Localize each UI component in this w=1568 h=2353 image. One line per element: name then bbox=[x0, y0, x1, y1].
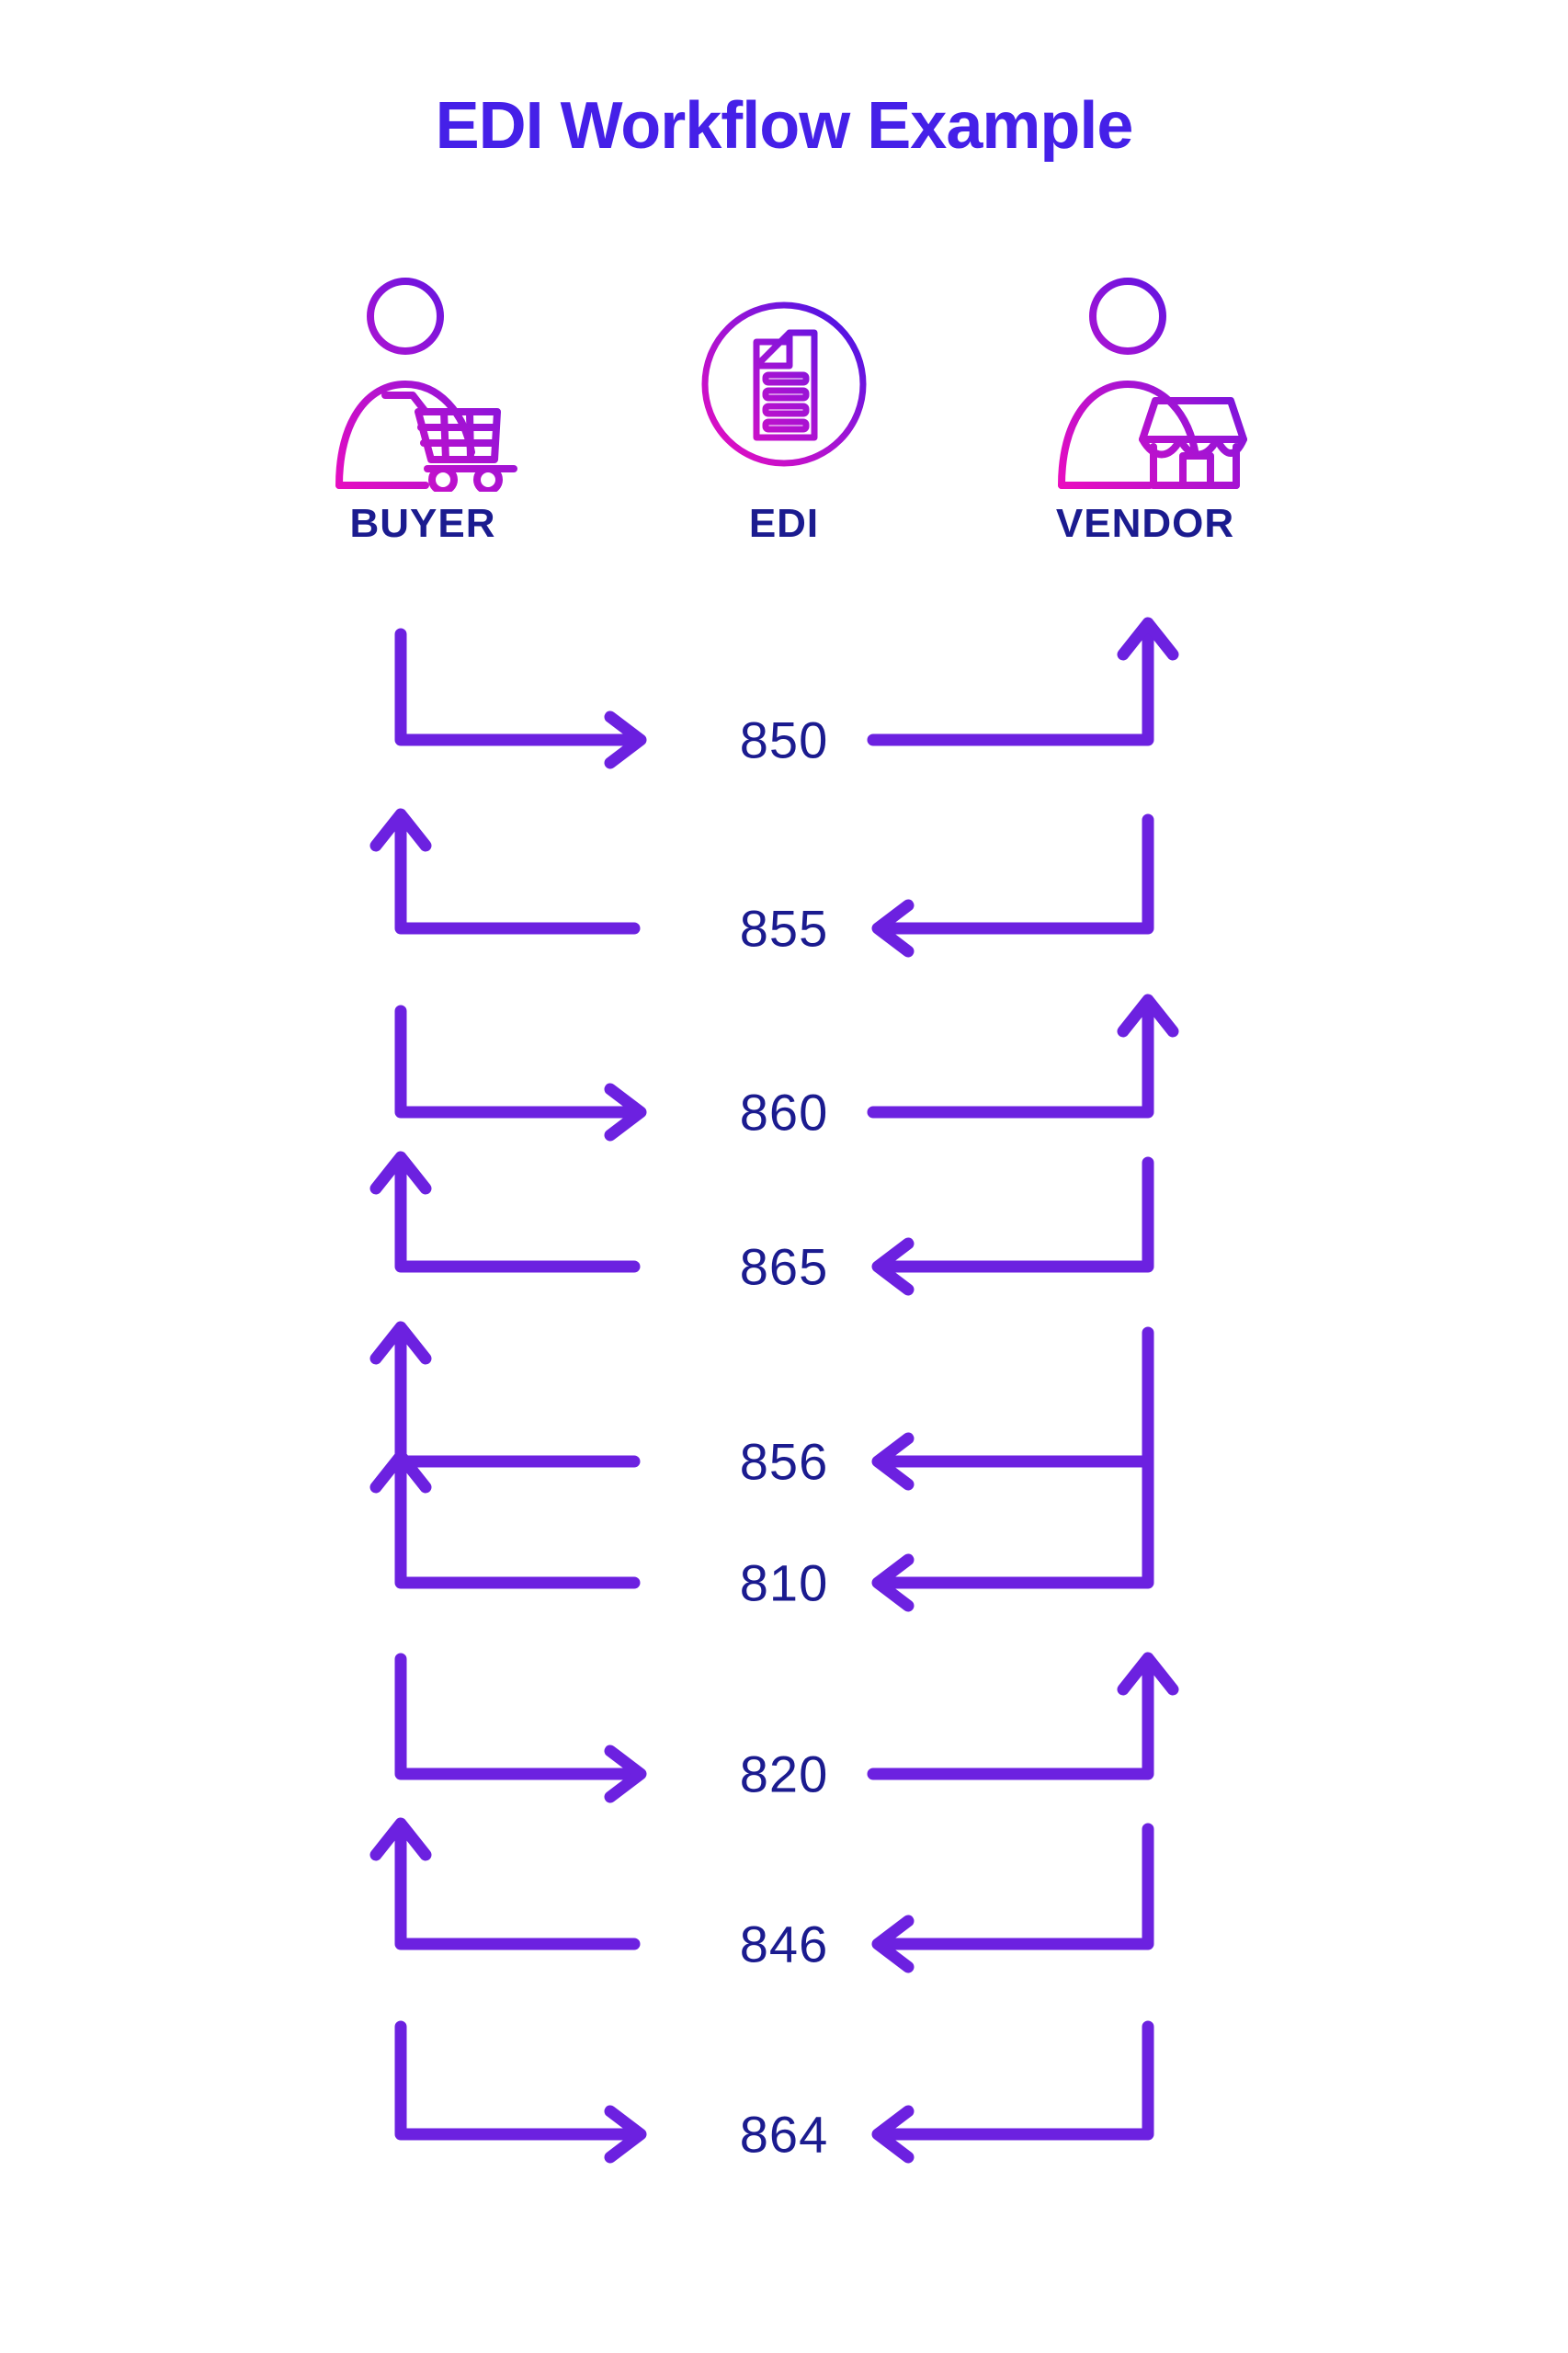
title-rest: Workflow Example bbox=[542, 89, 1134, 163]
vendor-person-store-icon bbox=[989, 276, 1301, 492]
arrow-right-865 bbox=[871, 1156, 1154, 1296]
actor-row: BUYER bbox=[0, 276, 1568, 588]
arrow-right-846 bbox=[871, 1823, 1154, 1973]
flow-diagram: 850 855 860 865 856 810 820 846 864 bbox=[0, 607, 1568, 2335]
message-code-820: 820 bbox=[739, 1745, 829, 1803]
arrow-left-810 bbox=[369, 1449, 641, 1589]
message-code-860: 860 bbox=[739, 1083, 829, 1142]
message-code-810: 810 bbox=[739, 1553, 829, 1612]
message-code-855: 855 bbox=[739, 899, 829, 958]
message-code-865: 865 bbox=[739, 1237, 829, 1296]
arrow-right-810 bbox=[871, 1455, 1154, 1612]
arrow-left-850 bbox=[394, 628, 647, 769]
title-strong: EDI bbox=[435, 89, 544, 163]
actor-edi: EDI bbox=[628, 276, 940, 547]
message-code-856: 856 bbox=[739, 1432, 829, 1491]
actor-label-edi: EDI bbox=[748, 501, 820, 546]
arrow-left-856 bbox=[369, 1321, 641, 1468]
page-title: EDI Workflow Example bbox=[0, 88, 1568, 164]
edi-document-circle-icon bbox=[628, 276, 940, 492]
actor-label-buyer: BUYER bbox=[349, 501, 496, 546]
arrow-left-855 bbox=[369, 808, 641, 935]
actor-buyer: BUYER bbox=[267, 276, 579, 547]
arrow-right-850 bbox=[867, 617, 1179, 746]
actor-vendor: VENDOR bbox=[989, 276, 1301, 547]
arrow-right-856 bbox=[871, 1326, 1154, 1491]
arrow-left-820 bbox=[394, 1653, 647, 1803]
buyer-person-cart-icon bbox=[267, 276, 579, 492]
message-code-846: 846 bbox=[739, 1915, 829, 1973]
message-code-864: 864 bbox=[739, 2105, 829, 2164]
actor-label-vendor: VENDOR bbox=[1055, 501, 1235, 546]
message-code-850: 850 bbox=[739, 710, 829, 769]
arrow-left-846 bbox=[369, 1817, 641, 1950]
arrow-right-855 bbox=[871, 813, 1154, 958]
arrow-right-864 bbox=[871, 2020, 1154, 2164]
arrow-left-865 bbox=[369, 1151, 641, 1273]
arrow-left-860 bbox=[394, 1005, 647, 1142]
arrow-right-820 bbox=[867, 1652, 1179, 1780]
arrow-left-864 bbox=[394, 2020, 647, 2164]
arrow-right-860 bbox=[867, 994, 1179, 1119]
